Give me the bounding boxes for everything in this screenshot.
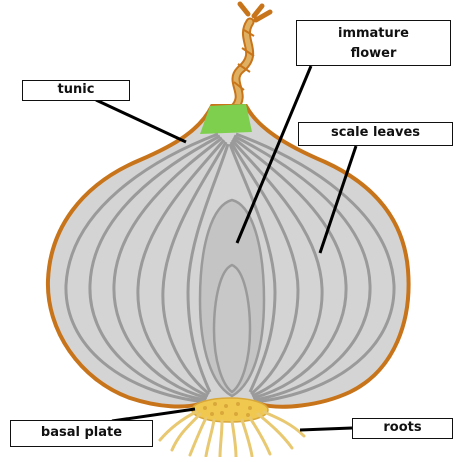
immature-flower-label: immature flower — [296, 20, 451, 66]
tunic-label: tunic — [22, 80, 130, 101]
basal-plate-label-text: basal plate — [41, 425, 122, 440]
core-inner — [214, 265, 250, 392]
roots-leader-line — [300, 428, 352, 430]
roots-label: roots — [352, 418, 453, 439]
immature-flower-label-line2: flower — [297, 44, 450, 64]
scale-leaves-label: scale leaves — [298, 122, 453, 146]
roots-label-text: roots — [383, 420, 421, 435]
scale-leaves-label-text: scale leaves — [331, 125, 420, 140]
immature-flower-label-line1: immature — [297, 24, 450, 44]
neck-green — [200, 104, 252, 134]
basal-plate — [192, 398, 268, 422]
tunic-leader-line — [96, 100, 186, 142]
dried-stem — [234, 4, 270, 108]
tunic-label-text: tunic — [58, 82, 95, 97]
basal-plate-label: basal plate — [10, 420, 153, 447]
